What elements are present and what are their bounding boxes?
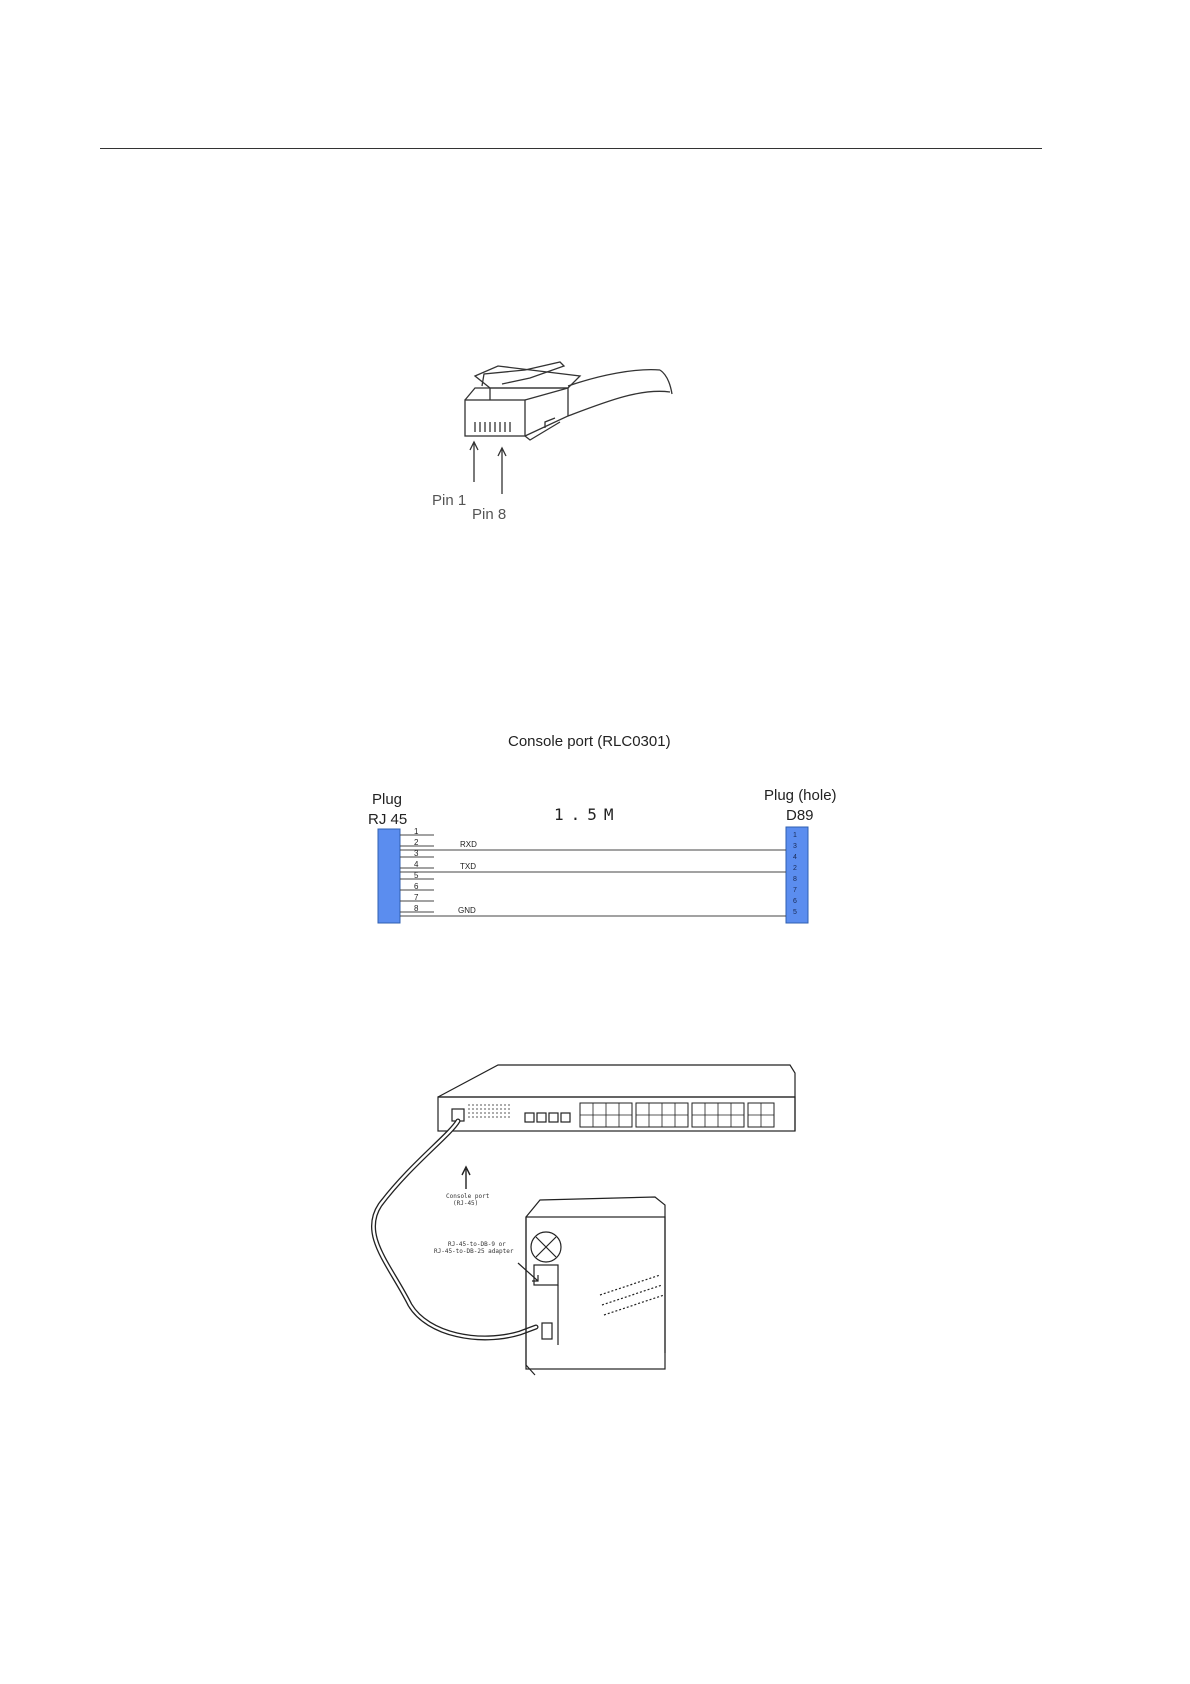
right-pin-4-label: 4: [793, 854, 797, 861]
adapter-caption-line2: RJ-45-to-DB-25 adapter: [434, 1248, 513, 1255]
left-pin-6-label: 6: [414, 882, 419, 891]
console-cable-outer: [373, 1121, 536, 1338]
adapter-caption-line1: RJ-45-to-DB-9 or: [448, 1241, 506, 1248]
rxd-label: RXD: [460, 840, 477, 849]
left-pin-7-label: 7: [414, 893, 419, 902]
right-pin-5-label: 5: [793, 909, 797, 916]
rj45-connector-figure: Pin 1 Pin 8: [430, 360, 710, 530]
db9-plug-block: [786, 827, 808, 923]
header-rule: [100, 148, 1042, 149]
console-cable-pinout-figure: Console port (RLC0301) Plug RJ 45 Plug (…: [358, 725, 838, 937]
rj45-plug-block: [378, 829, 400, 923]
left-pin-8-label: 8: [414, 904, 419, 913]
txd-label: TXD: [460, 862, 476, 871]
pin-8-label: Pin 8: [472, 506, 506, 523]
rj45-connector-drawing: [430, 360, 710, 530]
left-pin-3-label: 3: [414, 849, 419, 858]
right-pin-6-label: 6: [793, 898, 797, 905]
left-pin-1-label: 1: [414, 827, 419, 836]
pinout-wiring: 1 2 3 4 5 6 7 8 RXD TXD GND 1 3 4 2 8 7 …: [358, 725, 838, 937]
console-cable-inner: [373, 1121, 536, 1338]
pc-tower: [526, 1197, 665, 1375]
right-pin-1-label: 1: [793, 832, 797, 839]
left-pin-4-label: 4: [414, 860, 419, 869]
switch-to-pc-connection-figure: Console port (RJ-45) RJ-45-to-DB-9 or RJ…: [350, 1065, 800, 1385]
pin-1-label: Pin 1: [432, 492, 466, 509]
left-pin-5-label: 5: [414, 871, 419, 880]
left-pin-2-label: 2: [414, 838, 419, 847]
switch-pc-drawing: [350, 1065, 800, 1385]
right-pin-2-label: 2: [793, 865, 797, 872]
right-pin-7-label: 7: [793, 887, 797, 894]
right-pin-8-label: 8: [793, 876, 797, 883]
right-pin-3-label: 3: [793, 843, 797, 850]
console-port-caption-line2: (RJ-45): [453, 1200, 478, 1207]
console-port-caption-line1: Console port: [446, 1193, 489, 1200]
gnd-label: GND: [458, 906, 476, 915]
